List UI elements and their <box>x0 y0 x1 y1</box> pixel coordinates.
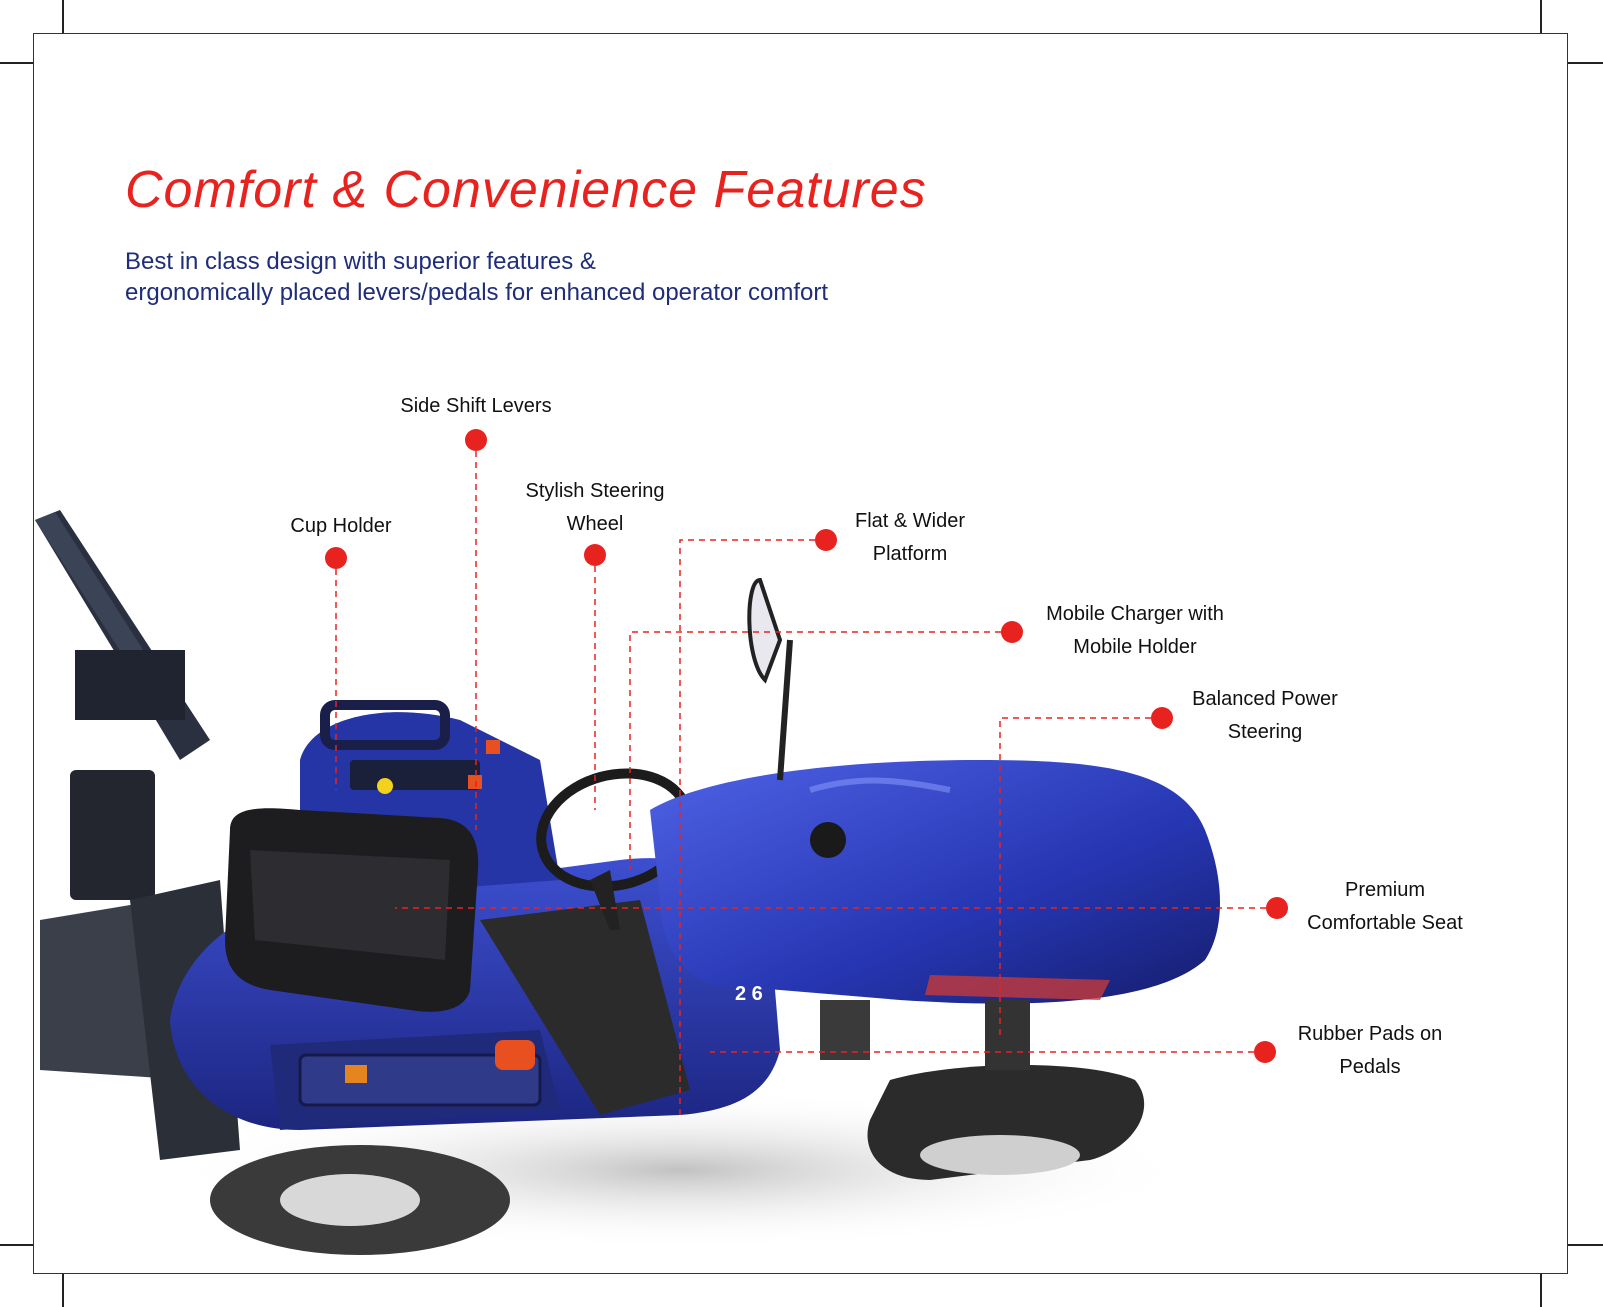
callout-steering-wheel: Stylish Steering Wheel <box>495 475 695 541</box>
callout-pedals: Rubber Pads on Pedals <box>1280 1018 1460 1084</box>
callout-text: Platform <box>872 543 948 565</box>
crop-mark <box>1568 1244 1603 1246</box>
callout-text: Wheel <box>566 513 624 535</box>
crop-mark <box>1568 62 1603 64</box>
subtitle-line: ergonomically placed levers/pedals for e… <box>125 279 829 306</box>
callout-text: Premium <box>1344 879 1425 901</box>
page-frame <box>33 33 1568 1274</box>
callout-platform: Flat & Wider Platform <box>830 505 990 571</box>
callout-text: Cup Holder <box>290 515 392 537</box>
crop-mark <box>0 62 33 64</box>
callout-dot-power-steering <box>1151 707 1173 729</box>
page-title: Comfort & Convenience Features <box>125 161 927 219</box>
callout-dot-platform <box>815 529 837 551</box>
callout-text: Rubber Pads on <box>1297 1023 1443 1045</box>
callout-side-shift-levers: Side Shift Levers <box>376 390 576 423</box>
crop-mark <box>62 0 64 33</box>
callout-text: Flat & Wider <box>854 510 966 532</box>
callout-mobile-charger: Mobile Charger with Mobile Holder <box>1020 598 1250 664</box>
callout-text: Comfortable Seat <box>1307 912 1463 934</box>
callout-text: Steering <box>1227 721 1303 743</box>
callout-dot-mobile-charger <box>1001 621 1023 643</box>
crop-mark <box>62 1274 64 1307</box>
callout-dot-seat <box>1266 897 1288 919</box>
callout-seat: Premium Comfortable Seat <box>1290 874 1480 940</box>
subtitle-line: Best in class design with superior featu… <box>125 248 596 275</box>
callout-text: Stylish Steering <box>525 480 665 502</box>
callout-text: Balanced Power <box>1192 688 1338 710</box>
callout-text: Pedals <box>1339 1056 1401 1078</box>
crop-mark <box>0 1244 33 1246</box>
callout-dot-pedals <box>1254 1041 1276 1063</box>
callout-dot-cup-holder <box>325 547 347 569</box>
crop-mark <box>1540 1274 1542 1307</box>
page-subtitle: Best in class design with superior featu… <box>125 246 828 308</box>
crop-mark <box>1540 0 1542 33</box>
model-badge: 2 6 <box>735 983 763 1005</box>
callout-text: Mobile Holder <box>1073 636 1197 658</box>
callout-dot-side-shift-levers <box>465 429 487 451</box>
callout-text: Mobile Charger with <box>1046 603 1224 625</box>
callout-text: Side Shift Levers <box>400 395 552 417</box>
callout-cup-holder: Cup Holder <box>256 510 426 543</box>
callout-dot-steering-wheel <box>584 544 606 566</box>
callout-power-steering: Balanced Power Steering <box>1170 683 1360 749</box>
